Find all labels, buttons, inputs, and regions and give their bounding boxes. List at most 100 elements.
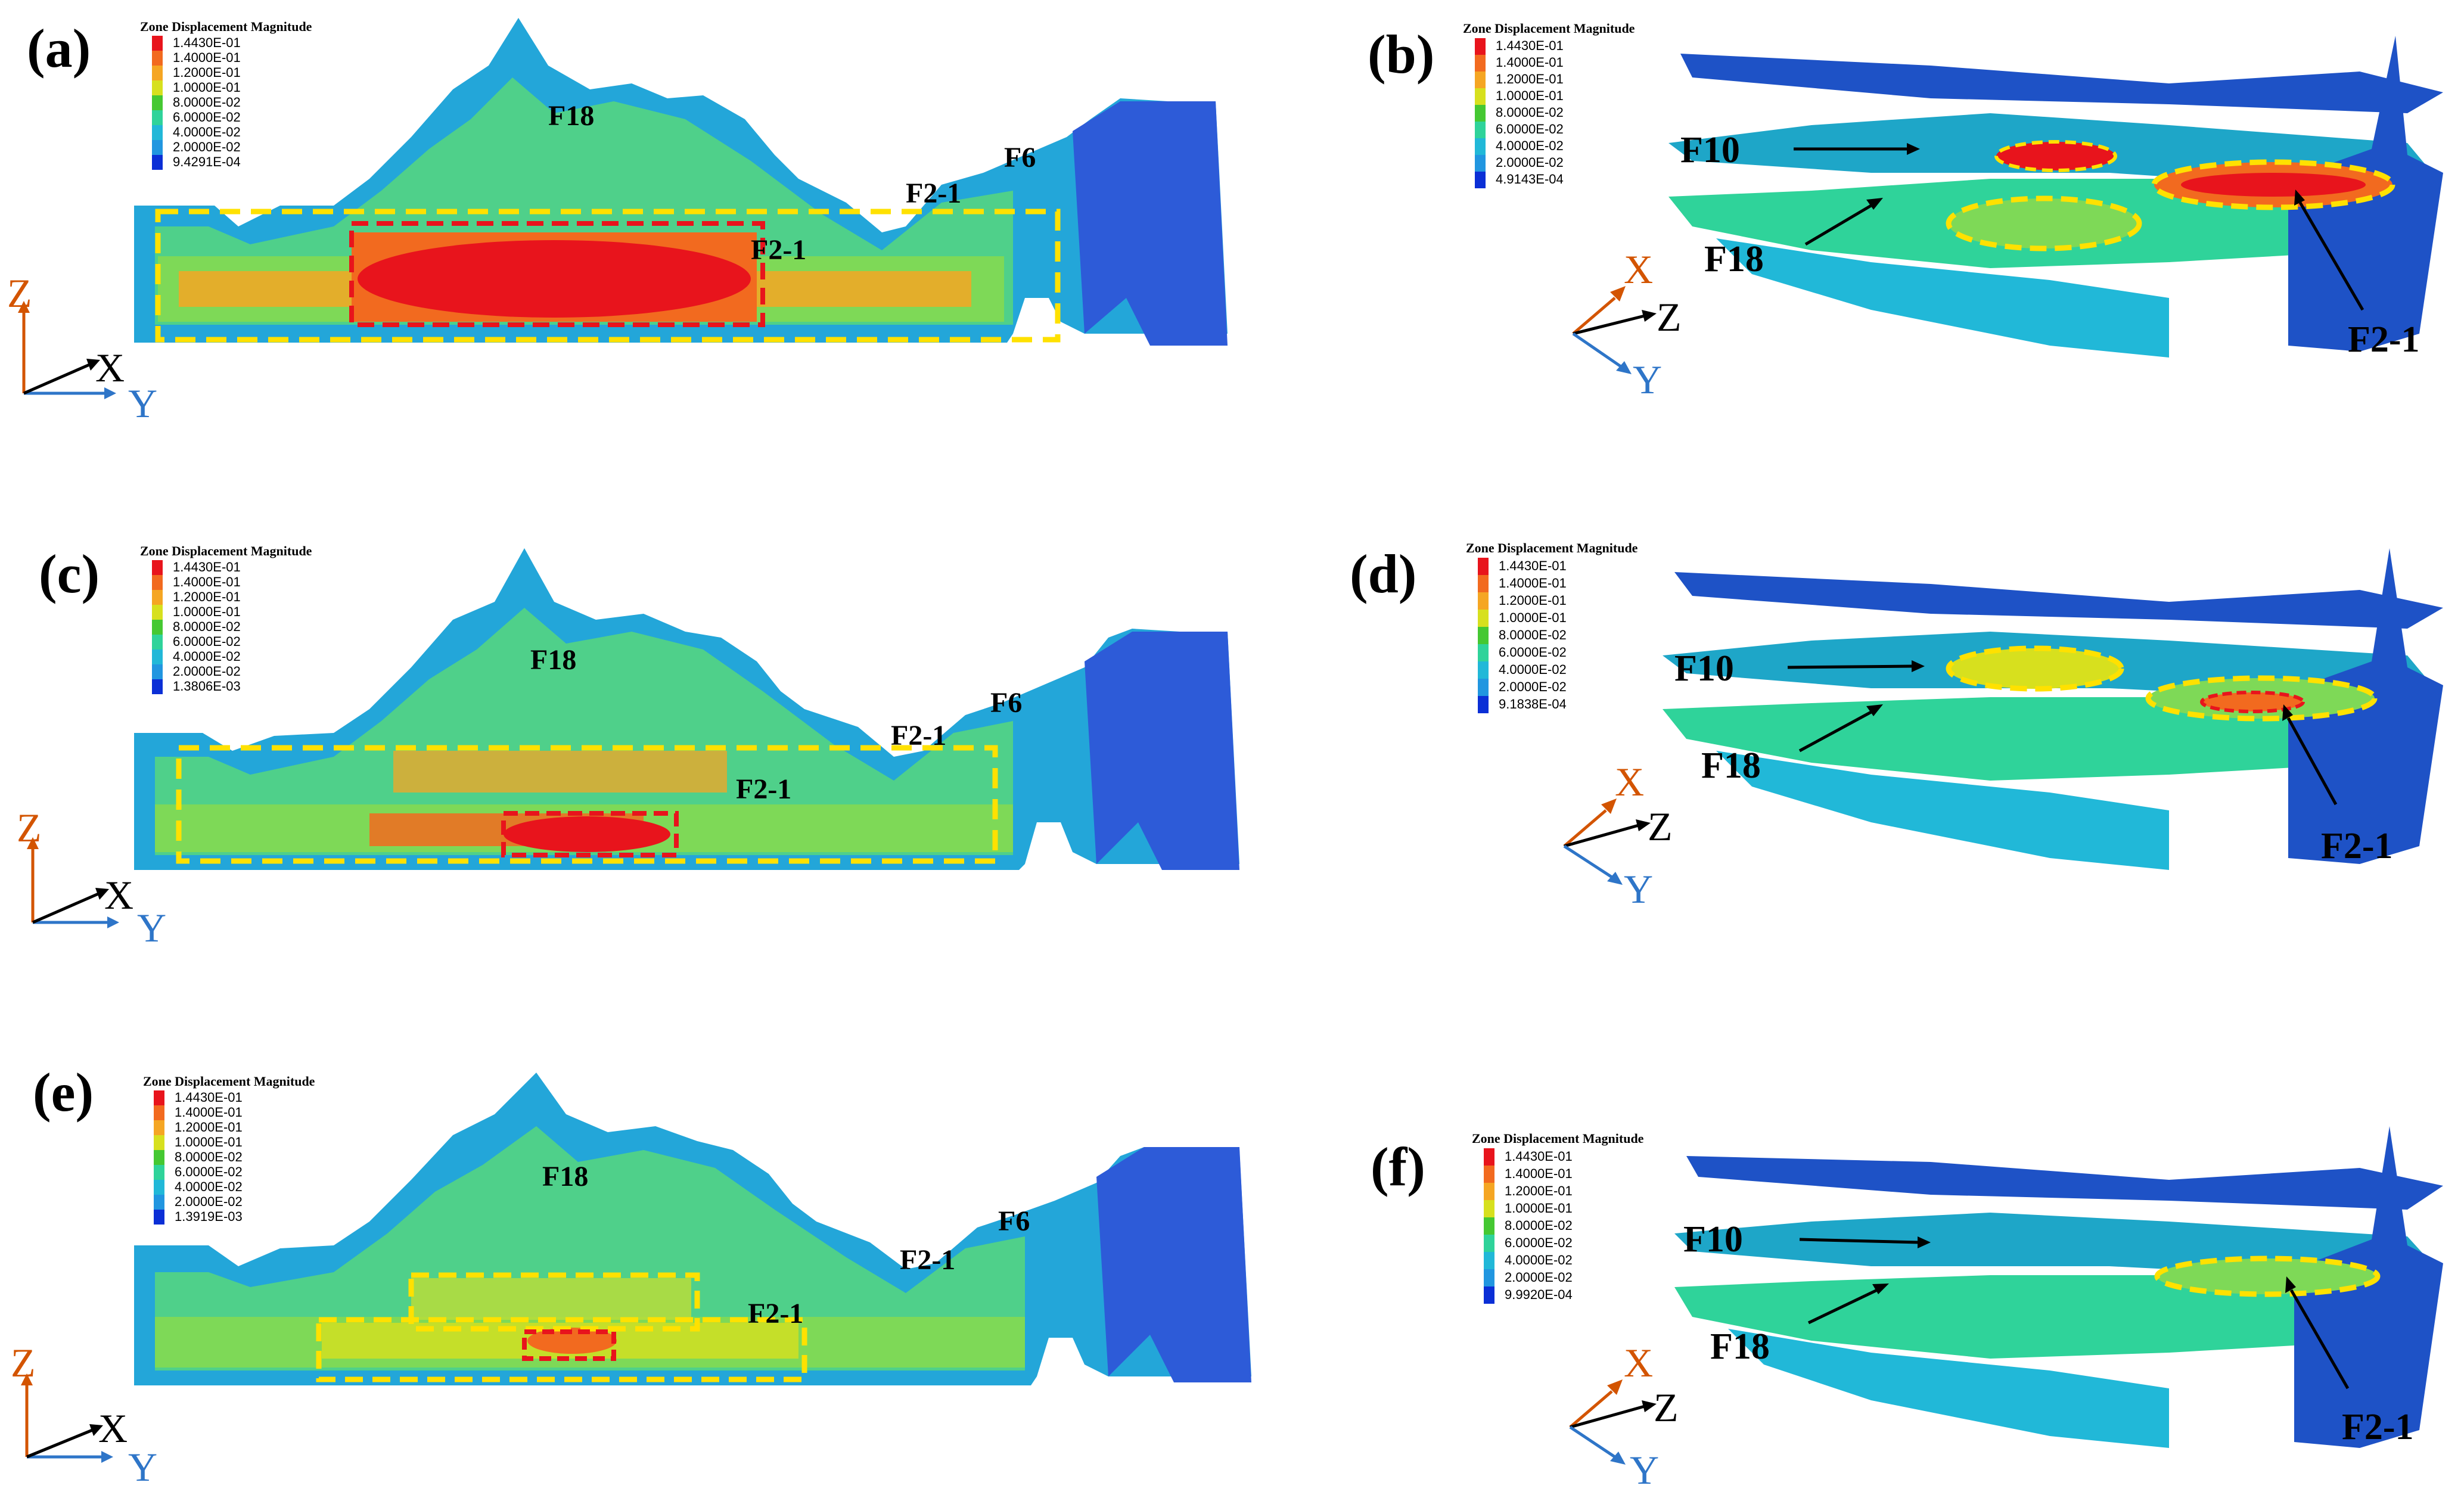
legend-value: 4.0000E-02 bbox=[173, 649, 241, 664]
fault-label-f10: F10 bbox=[1674, 648, 1734, 689]
axis-triad-f: X Z Y bbox=[1569, 1340, 1679, 1493]
lower-sheet-f bbox=[1728, 1329, 2169, 1448]
axis-triad-c: Z X Y bbox=[17, 805, 166, 950]
right-block-c bbox=[1085, 632, 1239, 870]
legend-value: 1.2000E-01 bbox=[1499, 593, 1567, 608]
axis-label-z: Z bbox=[7, 271, 32, 316]
legend-e: Zone Displacement Magnitude 1.4430E-01 1… bbox=[143, 1074, 315, 1225]
legend-value: 8.0000E-02 bbox=[175, 1149, 243, 1164]
legend-value: 1.2000E-01 bbox=[173, 589, 241, 604]
legend-value: 1.3919E-03 bbox=[175, 1209, 243, 1224]
panel-c-figure: Zone Displacement Magnitude 1.4430E-01 1… bbox=[17, 543, 1239, 950]
legend-value: 4.0000E-02 bbox=[173, 125, 241, 139]
fault-label-f6: F6 bbox=[1004, 142, 1036, 173]
legend-value: 8.0000E-02 bbox=[173, 619, 241, 634]
panel-label-d: (d) bbox=[1350, 543, 1417, 604]
right-block-e bbox=[1096, 1147, 1251, 1382]
panel-a-figure: Zone Displacement Magnitude 1.4430E-01 1… bbox=[7, 18, 1228, 426]
panel-e: (e) Zone Displacement Magnitude 1.4430E-… bbox=[0, 1037, 1275, 1501]
axis-label-y: Y bbox=[128, 1444, 157, 1490]
legend-value: 6.0000E-02 bbox=[173, 634, 241, 649]
panel-label-b: (b) bbox=[1368, 24, 1435, 85]
fault-label-f18: F18 bbox=[1701, 745, 1761, 786]
legend-value: 6.0000E-02 bbox=[1505, 1235, 1573, 1250]
panel-d-figure: Zone Displacement Magnitude 1.4430E-01 1… bbox=[1466, 540, 2443, 912]
fault-label-f18: F18 bbox=[530, 644, 576, 676]
legend-value: 6.0000E-02 bbox=[1496, 122, 1564, 136]
legend-value: 1.0000E-01 bbox=[1505, 1201, 1573, 1216]
fault-label-f2-1: F2-1 bbox=[891, 720, 946, 751]
red-core-f2-1-d bbox=[2200, 691, 2305, 713]
legend-value: 1.4000E-01 bbox=[1505, 1166, 1573, 1181]
arrow-f10-d bbox=[1787, 664, 1913, 669]
panel-a: (a) Zone Displacement Magnitude 1.4430E-… bbox=[0, 0, 1275, 441]
legend-value: 1.2000E-01 bbox=[173, 65, 241, 80]
fault-label-f10: F10 bbox=[1680, 130, 1740, 170]
legend-value: 1.2000E-01 bbox=[175, 1120, 243, 1135]
right-wall-f bbox=[2294, 1126, 2443, 1448]
panel-f-figure: Zone Displacement Magnitude 1.4430E-01 1… bbox=[1472, 1126, 2443, 1493]
legend-value: 1.0000E-01 bbox=[173, 604, 241, 619]
yellow-dash-box-a bbox=[155, 209, 1061, 343]
fault-label-f6: F6 bbox=[990, 687, 1022, 719]
mid-sheet-f bbox=[1674, 1275, 2378, 1359]
axis-label-y: Y bbox=[1633, 357, 1662, 402]
legend-value: 1.4430E-01 bbox=[1496, 38, 1564, 53]
fault-label-f18: F18 bbox=[1710, 1326, 1770, 1367]
upper-row-c bbox=[393, 751, 727, 793]
axis-label-x: X bbox=[1624, 1340, 1653, 1385]
panel-label-f: (f) bbox=[1371, 1136, 1425, 1197]
lower-sheet-b bbox=[1716, 238, 2169, 358]
panel-e-figure: Zone Displacement Magnitude 1.4430E-01 1… bbox=[11, 1073, 1251, 1490]
axis-triad-b: X Z Y bbox=[1572, 247, 1682, 402]
axis-label-z: Z bbox=[17, 805, 42, 850]
legend-value: 2.0000E-02 bbox=[173, 139, 241, 154]
lower-sheet-d bbox=[1716, 751, 2169, 870]
axis-label-x: X bbox=[95, 345, 125, 390]
panel-label-a: (a) bbox=[27, 18, 91, 79]
legend-value: 1.0000E-01 bbox=[1496, 88, 1564, 103]
legend-value: 1.4430E-01 bbox=[1499, 558, 1567, 573]
panel-label-c: (c) bbox=[39, 543, 100, 604]
legend-value: 2.0000E-02 bbox=[1496, 155, 1564, 170]
legend-a: Zone Displacement Magnitude 1.4430E-01 1… bbox=[140, 19, 312, 170]
axis-label-x: X bbox=[1615, 759, 1644, 804]
axis-label-z: Z bbox=[1654, 1385, 1679, 1430]
arrow-f10-f bbox=[1799, 1238, 1919, 1244]
axis-label-z: Z bbox=[1648, 804, 1673, 849]
red-dash-box-e bbox=[522, 1329, 616, 1361]
arrow-f2-1-d bbox=[2286, 717, 2338, 806]
arrow-f18-f bbox=[1807, 1288, 1878, 1325]
legend-value: 1.4000E-01 bbox=[173, 574, 241, 589]
panel-b: (b) Zone Displacement Magnitude 1.4430E-… bbox=[1275, 0, 2464, 441]
legend-value: 1.4430E-01 bbox=[173, 560, 241, 574]
legend-value: 4.0000E-02 bbox=[175, 1179, 243, 1194]
legend-value: 1.4000E-01 bbox=[175, 1105, 243, 1120]
legend-value: 8.0000E-02 bbox=[1496, 105, 1564, 120]
axis-triad-a: Z X Y bbox=[7, 271, 157, 426]
legend-value: 4.0000E-02 bbox=[1499, 662, 1567, 677]
axis-triad-e: Z X Y bbox=[11, 1340, 157, 1490]
legend-value: 9.9920E-04 bbox=[1505, 1287, 1573, 1302]
legend-c: Zone Displacement Magnitude 1.4430E-01 1… bbox=[140, 543, 312, 694]
legend-value: 1.0000E-01 bbox=[175, 1135, 243, 1149]
legend-value: 8.0000E-02 bbox=[173, 95, 241, 110]
red-dash-box-a bbox=[349, 221, 765, 327]
legend-title-c: Zone Displacement Magnitude bbox=[140, 543, 312, 558]
fault-label-f2-1: F2-1 bbox=[906, 178, 961, 209]
legend-value: 2.0000E-02 bbox=[175, 1194, 243, 1209]
top-sheet-f bbox=[1686, 1156, 2443, 1210]
legend-value: 2.0000E-02 bbox=[173, 664, 241, 679]
fault-label-f2-1: F2-1 bbox=[900, 1244, 955, 1276]
legend-value: 1.4430E-01 bbox=[1505, 1149, 1573, 1164]
red-core-f2-1-b bbox=[2181, 173, 2366, 197]
legend-value: 4.0000E-02 bbox=[1505, 1253, 1573, 1267]
yellow-dash-box-upper-e bbox=[408, 1272, 700, 1332]
red-dash-box-c bbox=[501, 811, 679, 857]
panel-d: (d) Zone Displacement Magnitude 1.4430E-… bbox=[1275, 512, 2464, 953]
fault-label-f18: F18 bbox=[542, 1161, 588, 1192]
legend-value: 1.0000E-01 bbox=[173, 80, 241, 95]
legend-value: 2.0000E-02 bbox=[1499, 679, 1567, 694]
legend-value: 1.2000E-01 bbox=[1496, 72, 1564, 86]
legend-value: 9.4291E-04 bbox=[173, 154, 241, 169]
